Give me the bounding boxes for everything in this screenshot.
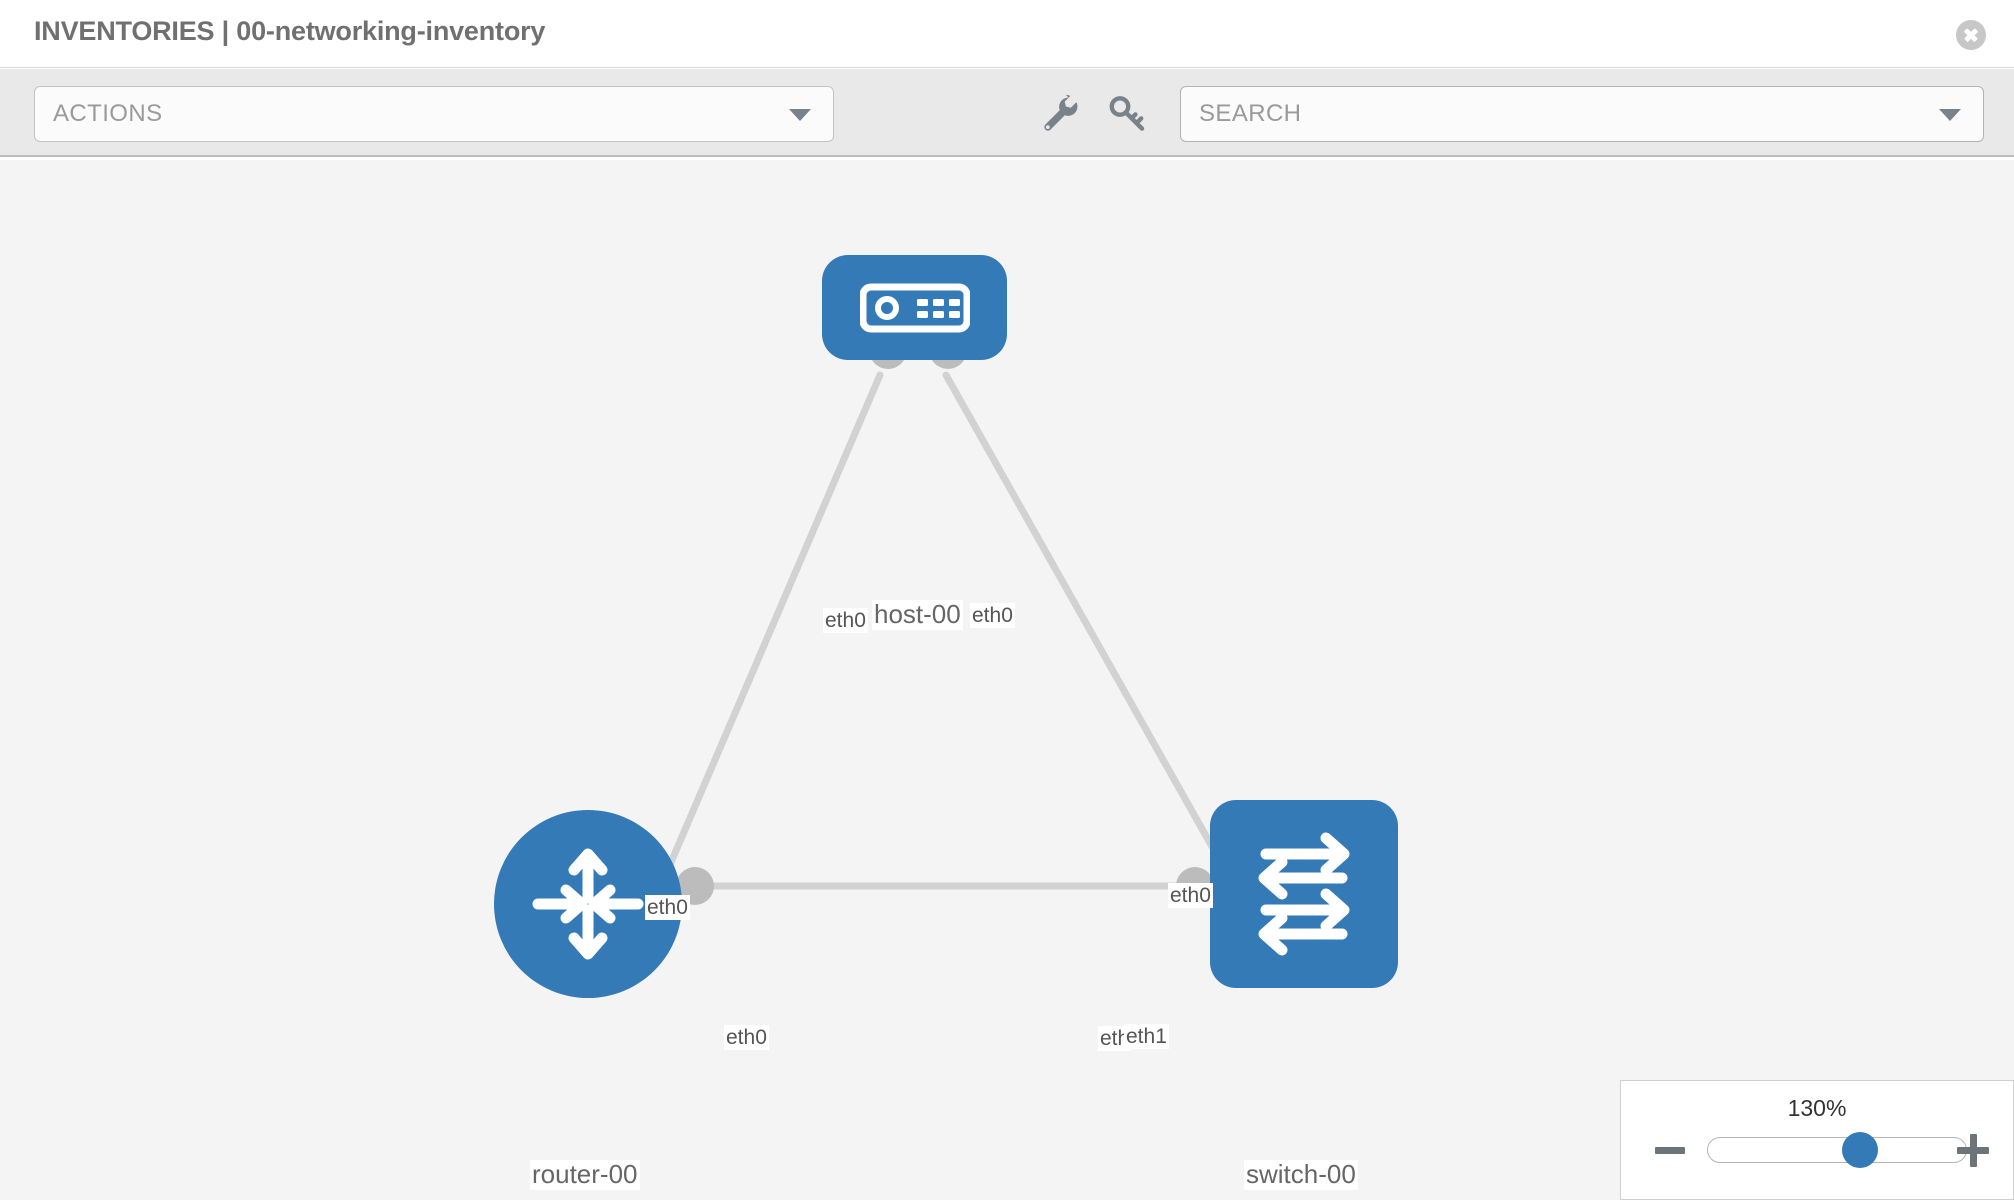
link-host00-router00 [656, 371, 884, 892]
edge-label-router00-eth0: eth0 [724, 1025, 769, 1051]
node-host-00[interactable] [822, 255, 1007, 360]
node-host-00-shape[interactable] [822, 255, 1007, 360]
node-router-00-label: router-00 [530, 1159, 640, 1190]
node-switch-00[interactable] [1210, 800, 1398, 988]
search-placeholder: SEARCH [1199, 100, 1302, 127]
edge-label-host00-eth0-left: eth0 [823, 608, 868, 634]
zoom-in-button[interactable] [1957, 1133, 1991, 1167]
page-title: INVENTORIES | 00-networking-inventory [34, 16, 546, 46]
edge-label-switch00-uplink-eth0: eth0 [1168, 883, 1213, 909]
zoom-control-panel: 130% [1620, 1080, 2014, 1200]
port-connectors [676, 331, 1255, 905]
link-host00-switch00 [942, 371, 1236, 886]
node-switch-00-label: switch-00 [1244, 1159, 1358, 1190]
wrench-icon[interactable] [1036, 91, 1082, 137]
router-arrows-icon [532, 848, 644, 960]
actions-dropdown-label: ACTIONS [53, 100, 163, 127]
edge-label-host00-eth0-right: eth0 [970, 603, 1015, 629]
zoom-slider[interactable] [1707, 1132, 1967, 1168]
node-switch-00-shape[interactable] [1210, 800, 1398, 988]
edge-label-switch00-eth1: eth1 [1124, 1024, 1169, 1050]
zoom-out-button[interactable] [1655, 1133, 1689, 1167]
toolbar: ACTIONS SEARCH [0, 69, 2014, 157]
switch-arrows-icon [1258, 832, 1350, 956]
topology-canvas[interactable]: host-00 r [0, 160, 2014, 1200]
edge-label-router00-uplink-eth0: eth0 [645, 895, 690, 921]
key-icon[interactable] [1104, 91, 1150, 137]
node-host-00-label: host-00 [872, 599, 963, 630]
chevron-down-icon [789, 109, 811, 121]
zoom-level-value: 130% [1787, 1095, 1847, 1121]
close-icon[interactable] [1956, 20, 1986, 50]
actions-dropdown[interactable]: ACTIONS [34, 86, 834, 142]
search-input[interactable]: SEARCH [1180, 86, 1984, 142]
topology-links [656, 331, 1255, 905]
chevron-down-icon[interactable] [1939, 109, 1961, 121]
zoom-slider-thumb[interactable] [1842, 1132, 1879, 1168]
server-icon [860, 283, 970, 333]
page-header: INVENTORIES | 00-networking-inventory [0, 0, 2014, 68]
node-router-00[interactable] [494, 810, 682, 998]
